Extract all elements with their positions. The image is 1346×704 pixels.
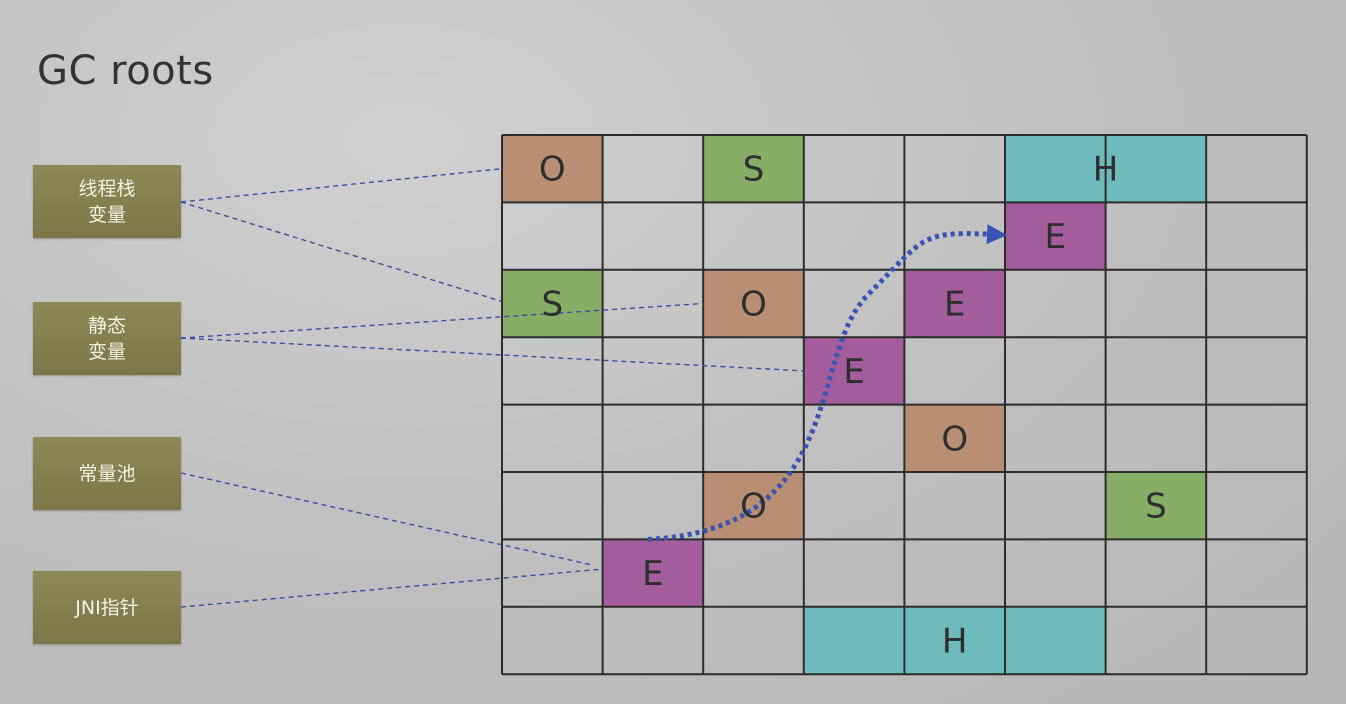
reference-line-thread-stack	[180, 201, 503, 303]
reference-line-thread-stack	[180, 168, 503, 203]
root-jni-pointer-label: JNI指针	[75, 596, 139, 619]
heap-block-e	[1005, 202, 1106, 270]
heap-block-e	[602, 539, 704, 607]
root-constant-pool-label: 常量池	[78, 462, 136, 485]
grid-lines	[501, 134, 1308, 676]
heap-block-label: E	[944, 285, 965, 325]
heap-block-o	[703, 269, 804, 338]
heap-block-label: E	[843, 352, 864, 392]
heap-block-label: O	[740, 285, 767, 325]
reference-line-jni-pointer	[180, 568, 603, 608]
heap-block-label: H	[1093, 150, 1119, 190]
heap-block-label: E	[642, 554, 663, 594]
reference-line-static-var	[180, 302, 704, 339]
heap-block-s	[502, 269, 603, 338]
root-static-var: 静态 变量	[33, 302, 181, 375]
heap-block-h	[803, 606, 1106, 675]
root-references	[180, 168, 804, 608]
heap-blocks	[502, 135, 1207, 675]
heap-block-label: O	[539, 150, 566, 190]
root-constant-pool: 常量池	[33, 437, 181, 510]
promotion-arrow-layer	[647, 224, 1007, 542]
promotion-arrow	[647, 224, 1007, 542]
page-title: GC roots	[37, 48, 214, 94]
heap-block-label: S	[1145, 487, 1167, 527]
heap-block-label: S	[743, 150, 765, 190]
root-thread-stack: 线程栈 变量	[33, 165, 181, 238]
heap-block-o	[502, 135, 603, 203]
heap-block-label: S	[542, 285, 564, 325]
heap-block-e	[904, 269, 1005, 338]
heap-block-label: E	[1045, 217, 1066, 257]
reference-line-constant-pool	[180, 472, 593, 566]
root-thread-stack-label: 线程栈 变量	[78, 177, 136, 226]
reference-line-static-var	[180, 337, 804, 372]
heap-block-e	[803, 337, 905, 405]
heap-block-s	[1105, 472, 1207, 540]
heap-block-label: O	[941, 419, 968, 459]
heap-block-s	[703, 135, 804, 203]
root-jni-pointer: JNI指针	[33, 571, 181, 644]
heap-block-o	[904, 404, 1005, 472]
root-static-var-label: 静态 变量	[87, 314, 126, 363]
heap-block-label: O	[740, 487, 767, 527]
heap-block-label: H	[942, 622, 968, 662]
